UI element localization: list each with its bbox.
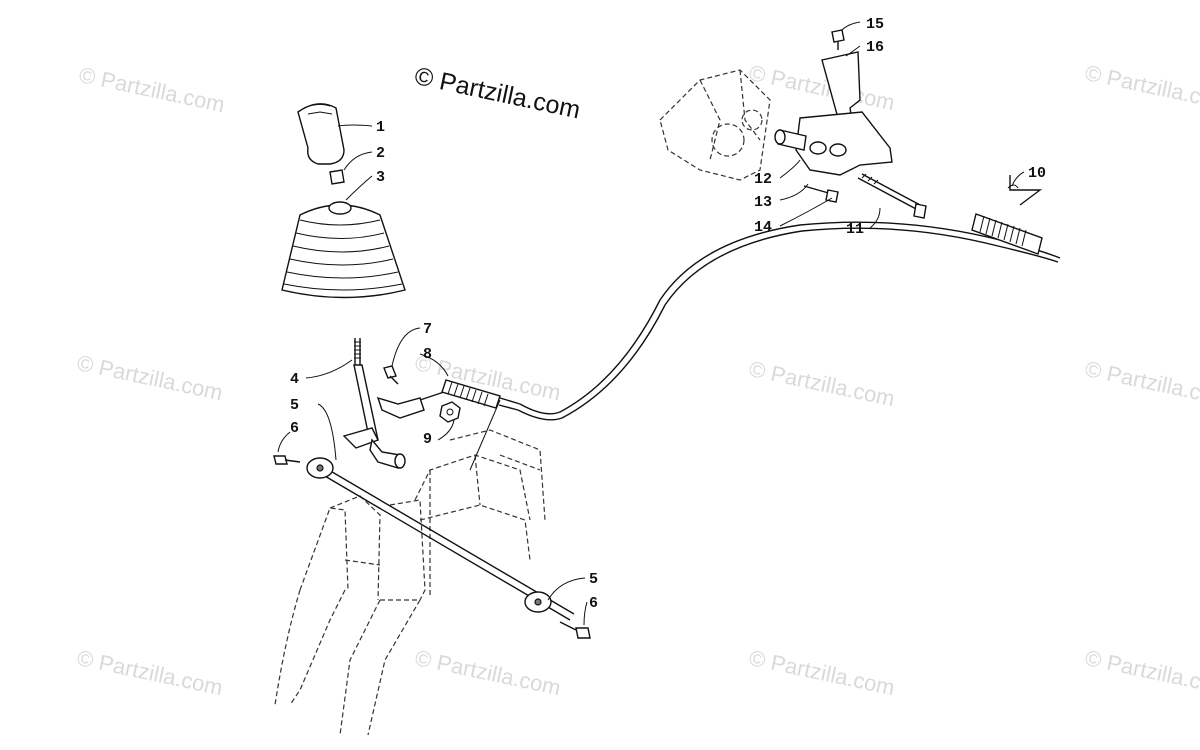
bolt-13: [803, 185, 839, 203]
screw-15: [831, 29, 845, 50]
callout-10: 10: [1028, 165, 1046, 182]
shift-knob: [297, 103, 345, 165]
callout-labels: 1 2 3 4 5 6 7 8 9 5 6 10 11 12 13 14 15 …: [290, 16, 1046, 612]
callout-13: 13: [754, 194, 772, 211]
callout-5-upper: 5: [290, 397, 299, 414]
washer-lower: [524, 591, 552, 613]
bolt-11: [857, 173, 927, 219]
bolt-upper: [273, 455, 301, 465]
shift-boot: [281, 201, 406, 299]
callout-6-lower: 6: [589, 595, 598, 612]
knob-collar: [329, 169, 345, 185]
nut-9: [439, 401, 461, 423]
callout-15: 15: [866, 16, 884, 33]
leader-lines: [277, 21, 1025, 626]
callout-14: 14: [754, 219, 772, 236]
spacer-12: [774, 129, 807, 151]
callout-1: 1: [376, 119, 385, 136]
shift-lever: [342, 338, 451, 469]
transmission-housing: [659, 69, 771, 181]
bolt-7: [383, 365, 399, 385]
callout-11: 11: [846, 221, 864, 238]
callout-7: 7: [423, 321, 432, 338]
callout-4: 4: [290, 371, 299, 388]
cable-rear-end: [971, 175, 1043, 255]
bolt-lower: [559, 621, 591, 639]
callout-16: 16: [866, 39, 884, 56]
washer-upper: [306, 457, 334, 479]
callout-12: 12: [754, 171, 772, 188]
callout-3: 3: [376, 169, 385, 186]
frame-outline: [274, 429, 546, 736]
callout-8: 8: [423, 346, 432, 363]
shift-cable: [441, 221, 1061, 471]
callout-9: 9: [423, 431, 432, 448]
callout-2: 2: [376, 145, 385, 162]
callout-6-upper: 6: [290, 420, 299, 437]
cable-bracket: [795, 51, 893, 176]
callout-5-lower: 5: [589, 571, 598, 588]
